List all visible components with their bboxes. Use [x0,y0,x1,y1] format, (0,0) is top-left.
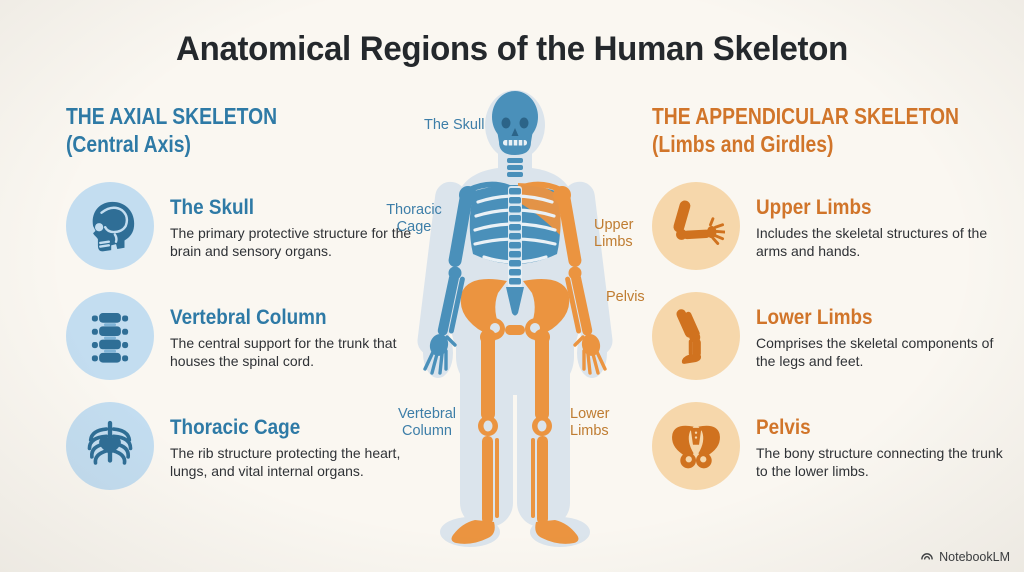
skull-item-text: The Skull The primary protective structu… [170,182,414,261]
page-title: Anatomical Regions of the Human Skeleton [176,30,848,68]
figure-left-arm [423,186,477,375]
leg-icon [652,292,740,381]
arm-icon-art [673,200,725,246]
thoracic-item-name: Thoracic Cage [170,416,301,440]
axial-heading-line2: (Central Axis) [66,131,191,158]
figure-neck-vertebrae [507,158,523,177]
vertebral-item-name: Vertebral Column [170,306,327,330]
vertebral-item-description: The central support for the trunk that h… [170,335,397,369]
ribcage-icon [66,402,154,491]
skeleton-figure [417,90,613,547]
appendicular-section-heading: THE APPENDICULAR SKELETON (Limbs and Gir… [652,102,959,158]
figure-spine [506,186,524,316]
figure-label-pelvis: Pelvis [606,289,645,305]
axial-items: The Skull The primary protective structu… [66,182,414,512]
lower-limbs-item-name: Lower Limbs [756,306,873,330]
axial-section-heading: THE AXIAL SKELETON (Central Axis) [66,102,358,158]
footer-brand-label: NotebookLM [939,550,1010,564]
lower-limbs-item-text: Lower Limbs Comprises the skeletal compo… [756,292,1006,371]
pelvis-icon-art [672,425,720,469]
upper-limbs-item-name: Upper Limbs [756,196,872,220]
list-item-thoracic-cage: Thoracic Cage The rib structure protecti… [66,402,414,512]
thoracic-item-text: Thoracic Cage The rib structure protecti… [170,402,414,481]
footer-brand: NotebookLM [920,550,1010,564]
figure-legs [451,329,579,544]
list-item-pelvis: Pelvis The bony structure connecting the… [652,402,1018,512]
vertebrae-icon-art [91,313,129,363]
list-item-upper-limbs: Upper Limbs Includes the skeletal struct… [652,182,1018,292]
figure-pelvis [460,279,570,340]
list-item-lower-limbs: Lower Limbs Comprises the skeletal compo… [652,292,1018,402]
upper-limbs-item-text: Upper Limbs Includes the skeletal struct… [756,182,1006,261]
figure-skull [492,91,538,155]
axial-heading-line1: THE AXIAL SKELETON [66,103,278,129]
figure-label-thoracic-cage: Thoracic Cage [386,202,442,236]
pelvis-item-name: Pelvis [756,416,811,440]
appendicular-heading-line2: (Limbs and Girdles) [652,131,834,158]
notebooklm-logo-icon [921,553,933,560]
skull-icon-art [92,201,135,252]
appendicular-heading-line1: THE APPENDICULAR SKELETON [652,103,960,129]
thoracic-item-description: The rib structure protecting the heart, … [170,445,401,479]
figure-sacrum [506,287,524,316]
figure-label-skull: The Skull [424,117,485,133]
figure-label-upper-limbs: Upper Limbs [594,217,634,251]
figure-right-arm [553,186,607,375]
upper-limbs-item-description: Includes the skeletal structures of the … [756,225,988,259]
skull-item-description: The primary protective structure for the… [170,225,412,259]
skull-icon [66,182,154,271]
pelvis-icon [652,402,740,491]
axial-skeleton-section: THE AXIAL SKELETON (Central Axis) The Sk… [66,102,414,512]
pelvis-item-description: The bony structure connecting the trunk … [756,445,1003,479]
list-item-vertebral-column: Vertebral Column The central support for… [66,292,414,402]
vertebrae-icon [66,292,154,381]
appendicular-items: Upper Limbs Includes the skeletal struct… [652,182,1018,512]
ribcage-icon-art [87,420,133,465]
skull-item-name: The Skull [170,196,255,220]
figure-label-vertebral-column: Vertebral Column [397,406,457,440]
lower-limbs-item-description: Comprises the skeletal components of the… [756,335,994,369]
vertebral-item-text: Vertebral Column The central support for… [170,292,414,371]
figure-label-lower-limbs: Lower Limbs [570,406,610,440]
leg-icon-art [676,309,702,364]
appendicular-skeleton-section: THE APPENDICULAR SKELETON (Limbs and Gir… [652,102,1018,512]
pelvis-item-text: Pelvis The bony structure connecting the… [756,402,1006,481]
arm-icon [652,182,740,271]
list-item-skull: The Skull The primary protective structu… [66,182,414,292]
